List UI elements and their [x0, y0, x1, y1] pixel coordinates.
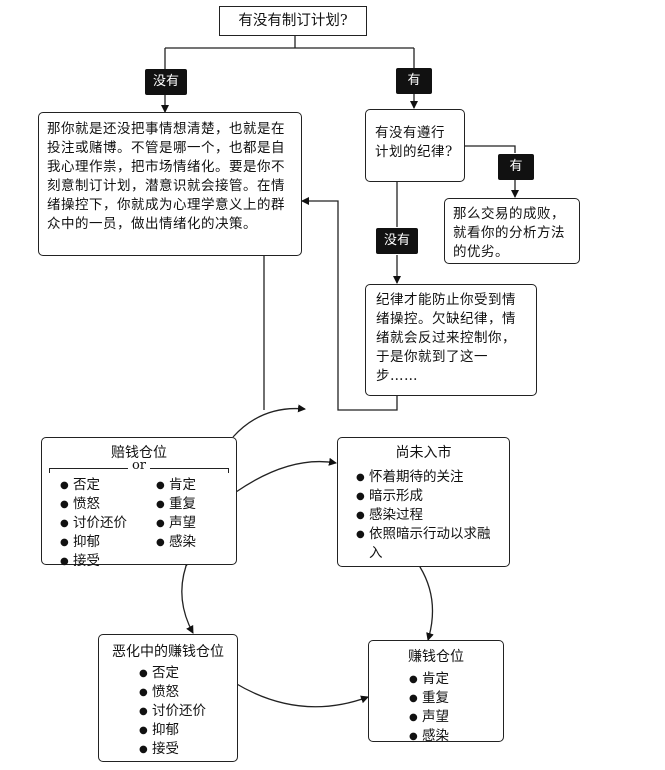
list-item: 感染: [409, 727, 497, 746]
list-item: 感染: [156, 533, 196, 552]
tag-has-discipline: 有: [498, 154, 534, 180]
into-cycle-arrow: [232, 404, 306, 438]
discipline-question-box: 有没有遵行计划的纪律?: [365, 109, 465, 182]
losing-position-box: 赔钱仓位 or 否定 愤怒 讨价还价 抑郁 接受 肯定 重复 声望 感染: [41, 437, 237, 571]
tag-no-plan: 没有: [145, 69, 187, 95]
list-item: 否定: [60, 476, 156, 495]
list-item: 接受: [60, 552, 156, 571]
losing-left-list: 否定 愤怒 讨价还价 抑郁 接受: [60, 476, 156, 571]
cycle-arc-right: [412, 558, 434, 641]
has-discipline-box: 那么交易的成败，就看你的分析方法的优劣。: [444, 198, 580, 264]
list-item: 抑郁: [139, 721, 231, 740]
tag-has-plan: 有: [396, 68, 432, 94]
worsening-position-title: 恶化中的赚钱仓位: [112, 644, 224, 660]
not-entered-box: 尚未入市 怀着期待的关注 暗示形成 感染过程 依照暗示行动以求融入: [337, 437, 510, 567]
list-item: 肯定: [409, 670, 497, 689]
list-item: 暗示形成: [356, 487, 501, 506]
list-item: 讨价还价: [139, 702, 231, 721]
winning-list: 肯定 重复 声望 感染: [409, 670, 497, 746]
list-item: 愤怒: [60, 495, 156, 514]
worsening-list: 否定 愤怒 讨价还价 抑郁 接受: [139, 664, 231, 759]
list-item: 重复: [156, 495, 196, 514]
winning-position-title: 赚钱仓位: [408, 649, 464, 665]
worsening-position-box: 恶化中的赚钱仓位 否定 愤怒 讨价还价 抑郁 接受: [98, 634, 238, 762]
plan-question-text: 有没有制订计划?: [238, 13, 348, 29]
no-plan-text: 那你就是还没把事情想清楚，也就是在投注或赌博。不管是哪一个，也都是自我心理作祟，…: [47, 121, 285, 232]
list-item: 怀着期待的关注: [356, 468, 501, 487]
discipline-question-text: 有没有遵行计划的纪律?: [375, 125, 453, 160]
cycle-arc-bottom: [226, 675, 369, 708]
winning-position-box: 赚钱仓位 肯定 重复 声望 感染: [368, 640, 504, 746]
losing-right-list: 肯定 重复 声望 感染: [156, 476, 196, 571]
list-item: 接受: [139, 740, 231, 759]
plan-question-box: 有没有制订计划?: [219, 6, 367, 36]
tag-no-discipline: 没有: [376, 228, 418, 254]
no-discipline-text: 纪律才能防止你受到情绪操控。欠缺纪律，情绪就会反过来控制你，于是你就到了这一步……: [376, 292, 516, 384]
losing-position-title: 赔钱仓位: [111, 445, 167, 461]
cycle-arc-left: [181, 558, 194, 634]
no-discipline-box: 纪律才能防止你受到情绪操控。欠缺纪律，情绪就会反过来控制你，于是你就到了这一步……: [365, 284, 537, 396]
list-item: 声望: [409, 708, 497, 727]
loop-back-arrow: [301, 197, 398, 411]
list-item: 声望: [156, 514, 196, 533]
list-item: 感染过程: [356, 506, 501, 525]
list-item: 抑郁: [60, 533, 156, 552]
cycle-arc-top: [227, 457, 337, 500]
list-item: 重复: [409, 689, 497, 708]
list-item: 愤怒: [139, 683, 231, 702]
list-item: 肯定: [156, 476, 196, 495]
discipline-yes-line: [465, 145, 516, 153]
or-divider: or: [49, 458, 229, 474]
list-item: 依照暗示行动以求融入: [356, 525, 501, 563]
or-label: or: [127, 458, 151, 474]
list-item: 否定: [139, 664, 231, 683]
not-entered-list: 怀着期待的关注 暗示形成 感染过程 依照暗示行动以求融入: [356, 468, 501, 563]
has-discipline-text: 那么交易的成败，就看你的分析方法的优劣。: [453, 206, 565, 260]
not-entered-title: 尚未入市: [395, 445, 452, 461]
list-item: 讨价还价: [60, 514, 156, 533]
no-plan-box: 那你就是还没把事情想清楚，也就是在投注或赌博。不管是哪一个，也都是自我心理作祟，…: [38, 112, 302, 256]
